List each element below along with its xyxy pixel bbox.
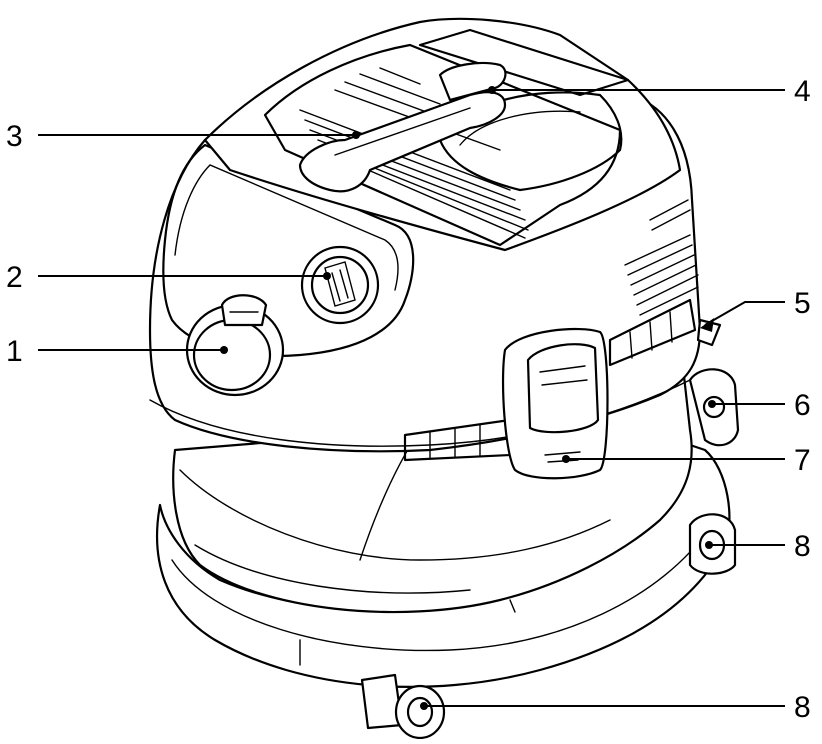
callout-7: 7 bbox=[794, 444, 811, 477]
leader-dot-8a bbox=[705, 541, 713, 549]
callout-labels: 1 2 3 4 5 6 7 8 8 bbox=[6, 75, 811, 724]
callout-5: 5 bbox=[794, 287, 811, 320]
front-caster bbox=[360, 673, 446, 740]
callout-2: 2 bbox=[6, 261, 23, 294]
callout-4: 4 bbox=[794, 75, 811, 108]
leader-lines bbox=[38, 86, 785, 710]
leader-dot-7 bbox=[562, 455, 570, 463]
blower-port-cap bbox=[185, 294, 285, 397]
leader-dot-6 bbox=[708, 400, 716, 408]
leader-arrow-5 bbox=[700, 318, 714, 332]
callout-3: 3 bbox=[6, 120, 23, 153]
leader-dot-3 bbox=[352, 131, 360, 139]
callout-8b: 8 bbox=[794, 691, 811, 724]
callout-1: 1 bbox=[6, 335, 23, 368]
leader-dot-4 bbox=[488, 86, 496, 94]
callout-8a: 8 bbox=[794, 530, 811, 563]
suction-inlet bbox=[300, 245, 380, 325]
callout-6: 6 bbox=[794, 389, 811, 422]
leader-dot-8b bbox=[420, 702, 428, 710]
switch-panel bbox=[501, 327, 609, 480]
leader-dot-2 bbox=[323, 272, 331, 280]
leader-dot-1 bbox=[220, 346, 228, 354]
leader-5 bbox=[704, 301, 785, 326]
side-vents bbox=[624, 199, 699, 316]
carry-handle bbox=[298, 61, 507, 193]
